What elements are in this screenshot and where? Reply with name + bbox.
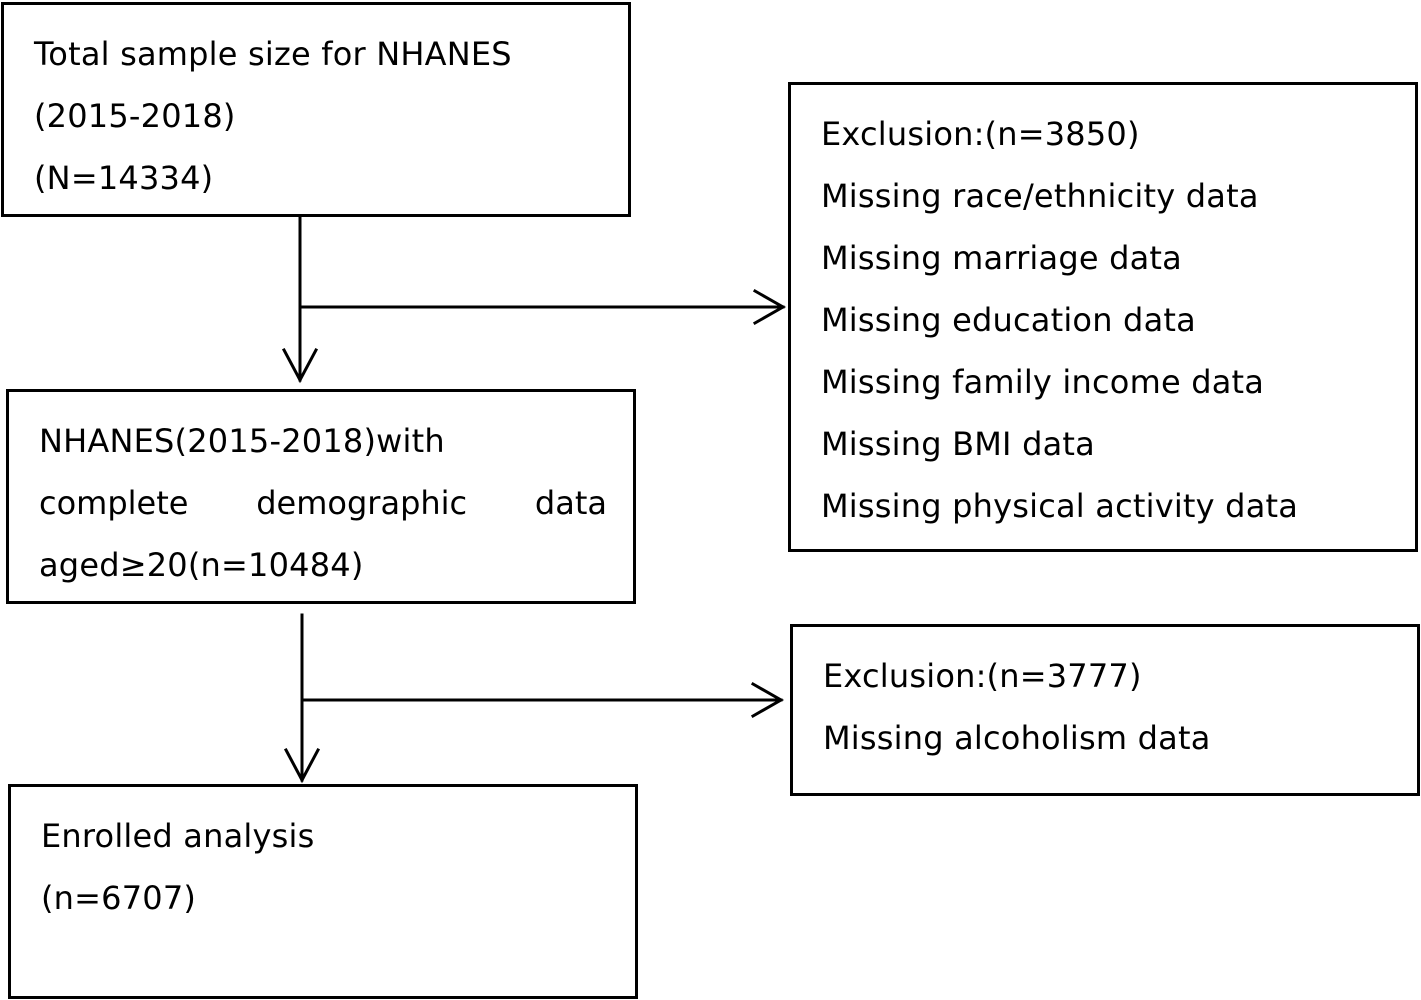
- word-demographic: demographic: [256, 484, 468, 522]
- exclusion-1-education: Missing education data: [821, 301, 1196, 339]
- exclusion-1-income: Missing family income data: [821, 363, 1265, 401]
- complete-demographic-line-1: NHANES(2015-2018)with: [39, 422, 445, 460]
- exclusion-2-alcoholism: Missing alcoholism data: [823, 719, 1211, 757]
- arrowhead-right-2: [750, 681, 785, 719]
- exclusion-1-bmi: Missing BMI data: [821, 425, 1095, 463]
- enrolled-analysis-count: (n=6707): [41, 879, 197, 917]
- exclusion-1-race: Missing race/ethnicity data: [821, 177, 1259, 215]
- word-data: data: [534, 484, 607, 522]
- complete-demographic-box: NHANES(2015-2018)with complete demograph…: [6, 389, 636, 604]
- total-sample-years: (2015-2018): [34, 97, 236, 135]
- enrolled-analysis-box: Enrolled analysis (n=6707): [8, 784, 638, 999]
- word-complete: complete: [39, 484, 189, 522]
- arrowhead-down-2: [283, 747, 321, 784]
- exclusion-1-physical-activity: Missing physical activity data: [821, 487, 1299, 525]
- exclusion-box-alcoholism: Exclusion:(n=3777) Missing alcoholism da…: [790, 624, 1420, 796]
- enrolled-analysis-title: Enrolled analysis: [41, 817, 315, 855]
- total-sample-title: Total sample size for NHANES: [34, 35, 512, 73]
- complete-demographic-line-2: complete demographic data: [39, 472, 607, 534]
- arrowhead-right-1: [752, 288, 787, 326]
- complete-demographic-line-3: aged≥20(n=10484): [39, 546, 364, 584]
- exclusion-box-demographic: Exclusion:(n=3850) Missing race/ethnicit…: [788, 82, 1418, 552]
- total-sample-box: Total sample size for NHANES (2015-2018)…: [1, 2, 631, 217]
- exclusion-1-header: Exclusion:(n=3850): [821, 115, 1140, 153]
- total-sample-count: (N=14334): [34, 159, 214, 197]
- exclusion-2-header: Exclusion:(n=3777): [823, 657, 1142, 695]
- arrowhead-down-1: [281, 347, 319, 384]
- exclusion-1-marriage: Missing marriage data: [821, 239, 1182, 277]
